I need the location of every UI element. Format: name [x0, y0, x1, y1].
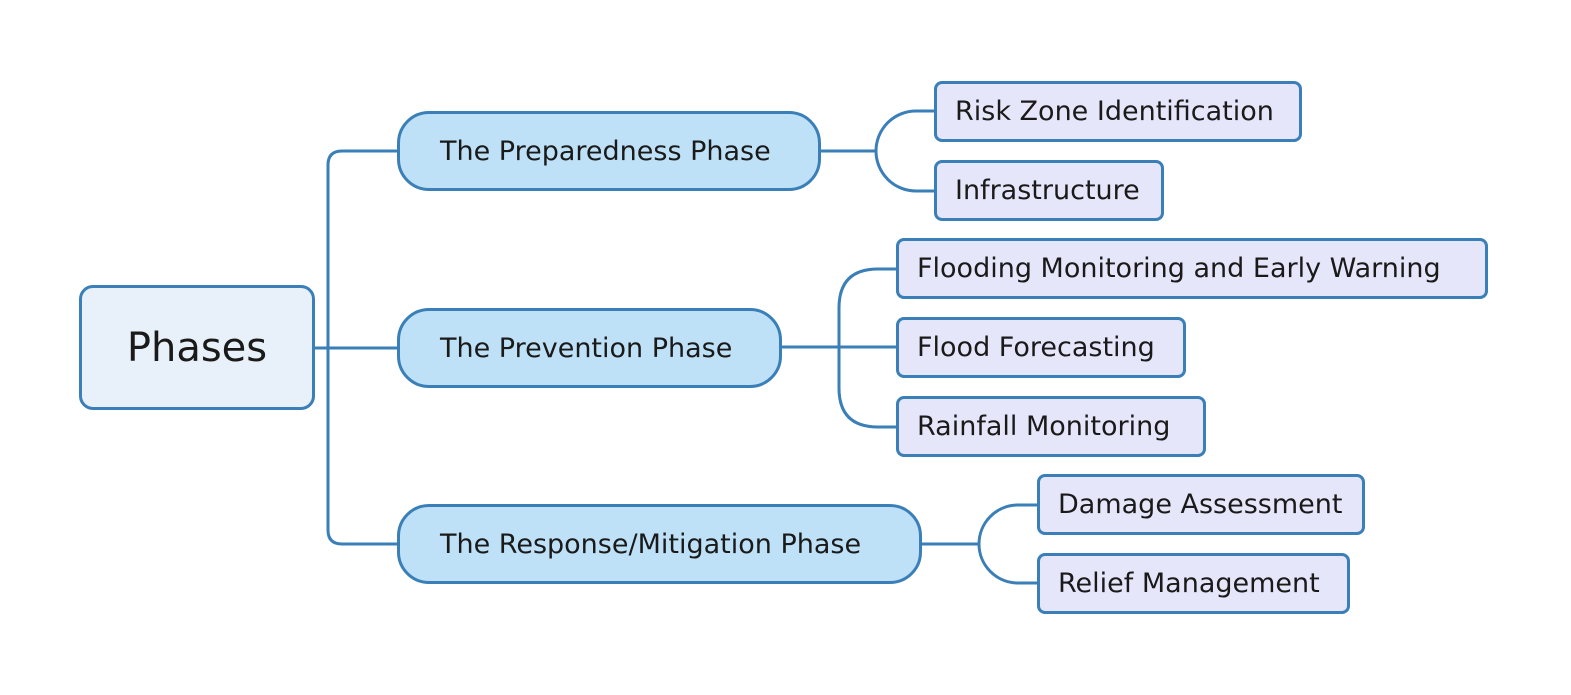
leaf-flooding-monitoring-early-warning[interactable]: Flooding Monitoring and Early Warning — [896, 238, 1488, 299]
response-branch — [977, 503, 1038, 585]
leaf-infrastructure[interactable]: Infrastructure — [934, 160, 1164, 221]
leaf-risk-zone-identification[interactable]: Risk Zone Identification — [934, 81, 1302, 142]
leaf-relief-management[interactable]: Relief Management — [1037, 553, 1350, 614]
root-node[interactable]: Phases — [79, 285, 315, 410]
phase-response-mitigation[interactable]: The Response/Mitigation Phase — [397, 504, 922, 584]
phase-preparedness[interactable]: The Preparedness Phase — [397, 111, 821, 191]
preparedness-branch — [874, 109, 935, 193]
leaf-flood-forecasting[interactable]: Flood Forecasting — [896, 317, 1186, 378]
phase-prevention[interactable]: The Prevention Phase — [397, 308, 782, 388]
leaf-damage-assessment[interactable]: Damage Assessment — [1037, 474, 1365, 535]
prevention-branch — [837, 267, 897, 429]
leaf-rainfall-monitoring[interactable]: Rainfall Monitoring — [896, 396, 1206, 457]
